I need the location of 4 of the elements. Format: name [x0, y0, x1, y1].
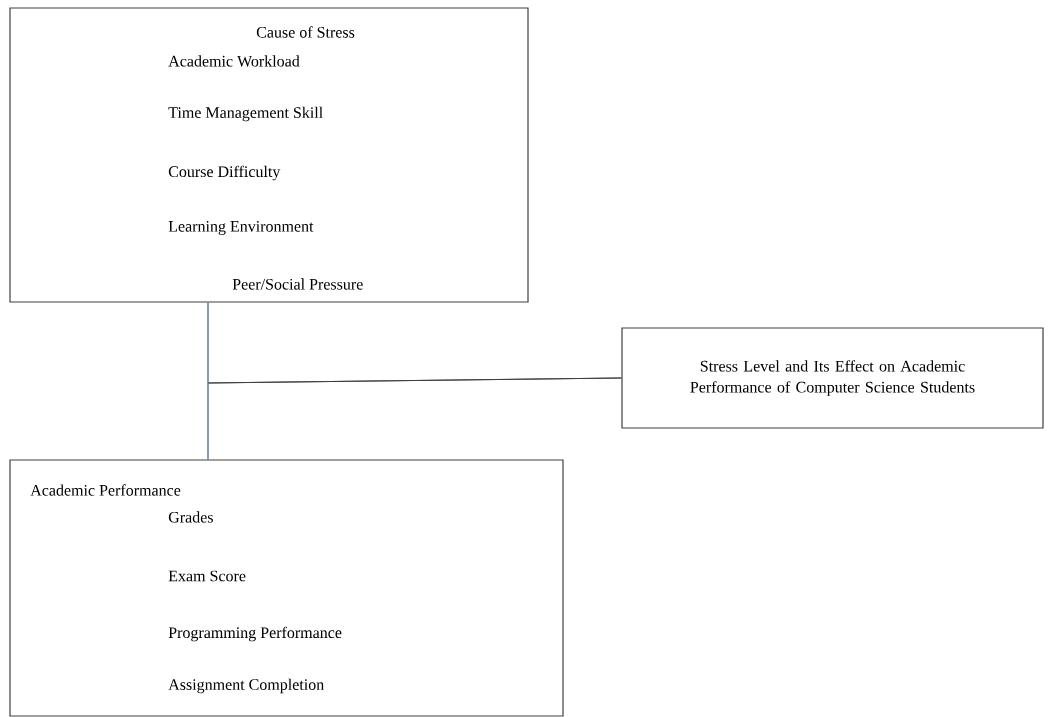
- connector-line: [207, 302, 209, 460]
- text-box: Stress Level and Its Effect on Academic Performance of Computer Science Students: [621, 327, 1044, 429]
- text-box: Cause of Stress Academic Workload Time Management Skill Course Difficulty Learning Environment Peer/Social Pressure: [9, 7, 529, 303]
- text-box: Academic Performance Grades Exam Score Programming Performance Assignment Completion: [9, 459, 564, 717]
